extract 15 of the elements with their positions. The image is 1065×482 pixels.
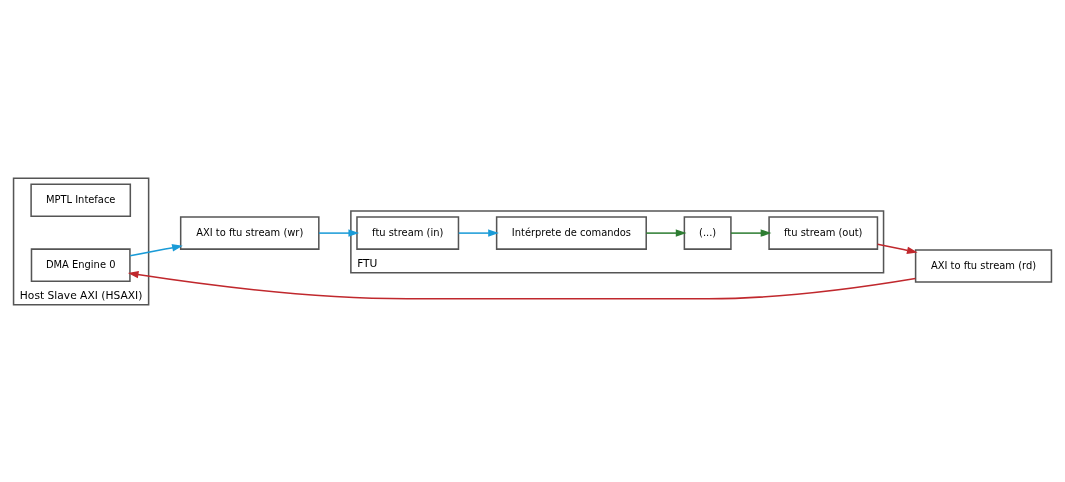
arrow <box>730 228 772 237</box>
node-box: AXI to ftu stream (wr) <box>179 215 320 250</box>
node-box: MPTL Inteface <box>30 183 132 217</box>
arrow <box>645 228 687 237</box>
arrow <box>457 228 499 237</box>
node-box: Intérprete de comandos <box>495 215 647 250</box>
node-box: AXI to ftu stream (rd) <box>914 248 1053 283</box>
arrow <box>876 242 918 254</box>
arrow <box>129 243 183 257</box>
arrow <box>318 228 360 237</box>
arrow <box>127 270 917 299</box>
node-box: (...) <box>683 215 732 250</box>
node-box: ftu stream (out) <box>768 215 879 250</box>
node-box: ftu stream (in) <box>356 215 460 250</box>
node-box: DMA Engine 0 <box>30 247 131 282</box>
